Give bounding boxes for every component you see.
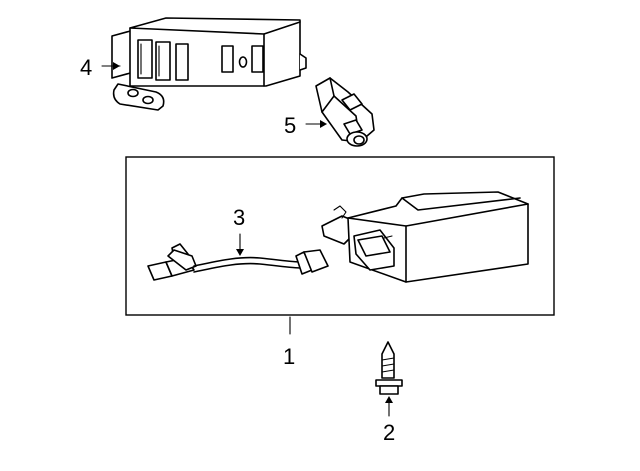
callout-label-4: 4 — [80, 55, 92, 80]
callout-label-2: 2 — [383, 420, 395, 445]
callout-label-3: 3 — [233, 205, 245, 230]
callout-5: 5 — [284, 113, 327, 138]
part-1-module — [321, 191, 529, 283]
callout-label-5: 5 — [284, 113, 296, 138]
callout-4: 4 — [80, 55, 121, 80]
part-3-wire-harness — [147, 243, 329, 281]
part-5-sensor — [315, 77, 375, 147]
callout-1: 1 — [283, 316, 295, 369]
callout-label-1: 1 — [283, 344, 295, 369]
callout-3: 3 — [233, 205, 245, 256]
assembly-frame — [125, 156, 555, 316]
part-2-bolt — [375, 341, 403, 395]
part-4-control-module — [111, 17, 307, 111]
callout-2: 2 — [383, 396, 395, 445]
